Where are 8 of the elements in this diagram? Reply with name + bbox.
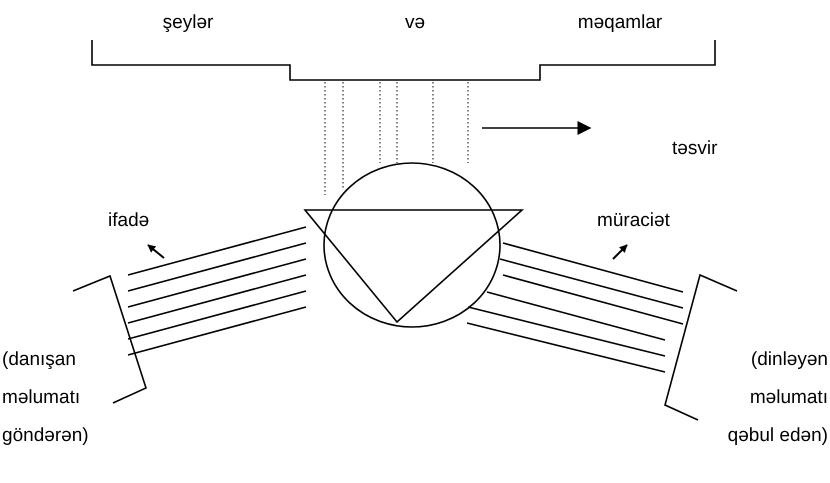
function-label: ifadə [108, 210, 150, 232]
function-label: müraciət [597, 210, 670, 232]
category-label: və [404, 12, 426, 34]
category-label: məqamlar [578, 12, 662, 34]
function-label: təsvir [672, 138, 718, 160]
sender-label: (danışan məlumatı göndərən) [2, 348, 90, 448]
category-label: şeylər [162, 12, 214, 34]
receiver-label: (dinləyən məlumatı qəbul edən) [726, 348, 828, 448]
